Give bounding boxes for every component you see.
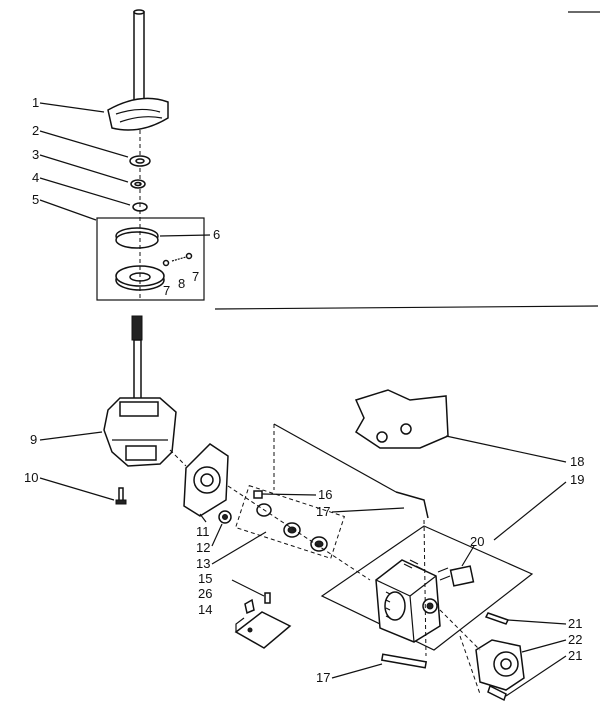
part-17-rod-lower: [380, 653, 428, 669]
callout-3: 3: [32, 147, 39, 162]
part-5-kit-box: [96, 217, 205, 301]
callout-labels: 1 2 3 4 5 6 7 8 7 9 10 11 12 13 15 26 14…: [24, 95, 584, 685]
callout-14: 14: [198, 602, 212, 617]
part-2-washer: [129, 155, 151, 167]
callout-8: 8: [178, 276, 185, 291]
callout-12: 12: [196, 540, 210, 555]
part-3-washer: [130, 179, 146, 189]
callout-9: 9: [30, 432, 37, 447]
part-13-bearings: [256, 503, 328, 552]
part-17-rod-upper: [395, 491, 429, 519]
callout-2: 2: [32, 123, 39, 138]
part-9-gearcase: [103, 315, 177, 467]
callout-7b: 7: [192, 269, 199, 284]
part-12-nut: [218, 510, 232, 524]
callout-1: 1: [32, 95, 39, 110]
part-8-spring-assembly: [162, 252, 193, 267]
part-22-pump: [475, 639, 525, 691]
part-10-screw: [115, 487, 127, 505]
callout-16: 16: [318, 487, 332, 502]
leader-lines: [39, 102, 567, 697]
part-16-pin: [253, 490, 263, 499]
part-21-clip-upper: [484, 612, 510, 625]
assembly-lines: [139, 130, 481, 695]
callout-15: 15: [198, 571, 212, 586]
callout-17-lower: 17: [316, 670, 330, 685]
part-13-kit-outline: [235, 484, 345, 560]
callout-5: 5: [32, 192, 39, 207]
callout-7a: 7: [163, 283, 170, 298]
callout-19: 19: [570, 472, 584, 487]
part-20-switch: [437, 565, 475, 587]
callout-6: 6: [213, 227, 220, 242]
part-21-clip-lower: [487, 684, 507, 702]
callout-20: 20: [470, 534, 484, 549]
callout-26: 26: [198, 586, 212, 601]
callout-21-upper: 21: [568, 616, 582, 631]
part-26-clip: [244, 598, 255, 615]
motor: [375, 559, 441, 643]
callout-4: 4: [32, 170, 39, 185]
callout-13: 13: [196, 556, 210, 571]
callout-22: 22: [568, 632, 582, 647]
part-18-mount-plate: [354, 389, 449, 449]
callout-17-upper: 17: [316, 504, 330, 519]
part-15-screw: [264, 592, 271, 604]
part-6-clutch-band: [115, 227, 159, 249]
callout-11: 11: [196, 524, 210, 539]
part-14-bracket: [234, 611, 292, 649]
callout-21-lower: 21: [568, 648, 582, 663]
callout-18: 18: [570, 454, 584, 469]
part-11-gasket: [183, 443, 229, 517]
callout-10: 10: [24, 470, 38, 485]
part-1-agitator-cam: [107, 9, 169, 131]
divider-line: [214, 305, 599, 310]
